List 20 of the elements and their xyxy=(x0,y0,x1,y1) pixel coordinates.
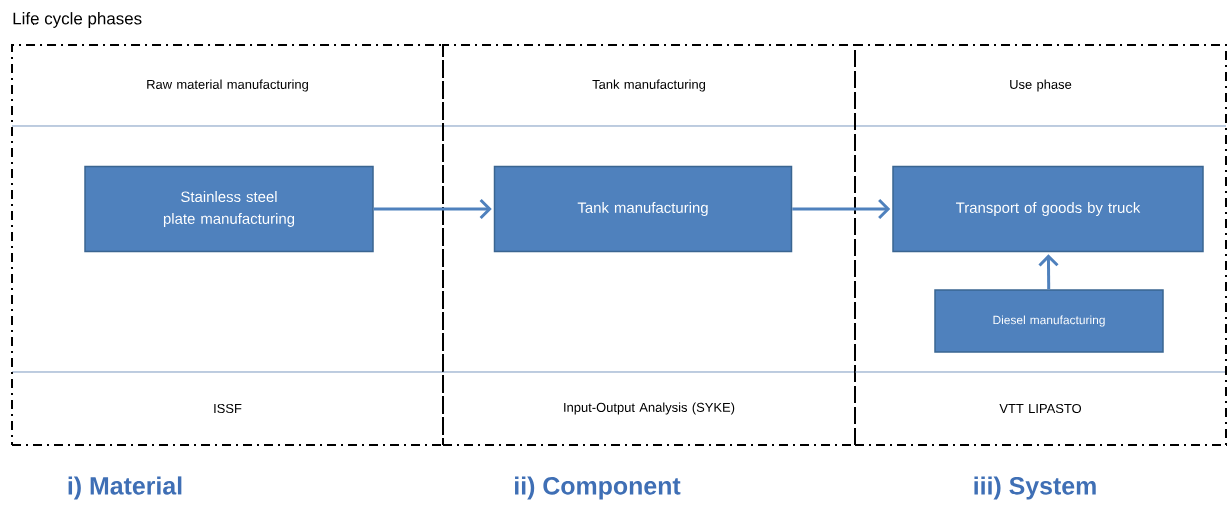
phase-column xyxy=(442,44,856,446)
phase-column xyxy=(854,44,1227,446)
data-source: VTT LIPASTO xyxy=(999,403,1082,414)
process-box: Stainless steel plate manufacturing xyxy=(84,165,374,253)
data-source: ISSF xyxy=(214,403,242,414)
arrow xyxy=(1038,254,1059,290)
phase-column xyxy=(11,44,444,446)
phase-label: iii) System xyxy=(974,476,1096,500)
phase-label: i) Material xyxy=(68,476,182,500)
process-box: Diesel manufacturing xyxy=(934,289,1164,353)
arrow xyxy=(792,198,891,220)
phase-label: ii) Component xyxy=(515,476,681,500)
phase-heading: Tank manufacturing xyxy=(592,79,706,92)
phase-heading: Raw material manufacturing xyxy=(147,79,308,92)
process-box: Tank manufacturing xyxy=(493,165,793,253)
title: Life cycle phases xyxy=(13,12,142,28)
data-source: Input-Output Analysis (SYKE) xyxy=(564,402,735,415)
arrow xyxy=(373,198,492,220)
phase-heading: Use phase xyxy=(1010,79,1072,92)
process-box: Transport of goods by truck xyxy=(892,165,1204,253)
